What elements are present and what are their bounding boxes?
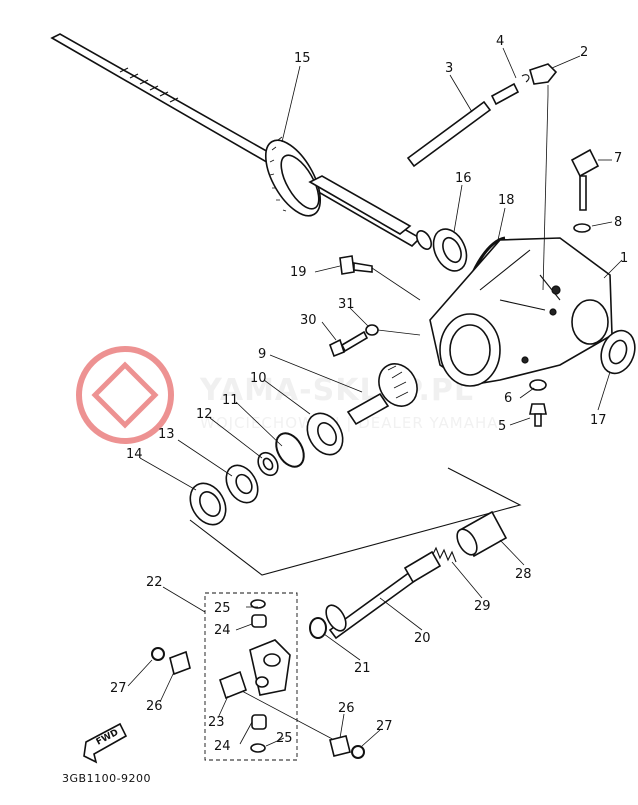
part-9-pinion-gear — [346, 363, 418, 426]
part-8-washer — [573, 223, 591, 233]
part-26-cap-left — [169, 650, 191, 676]
fwd-arrow: FWD — [83, 722, 128, 764]
part-2-hose-joint — [529, 63, 558, 95]
diagram-code: 3GB1100-9200 — [62, 772, 151, 785]
callout-23: 23 — [208, 715, 225, 730]
callout-6: 6 — [504, 391, 512, 406]
part-5-drain-bolt — [529, 403, 547, 427]
leader-lines — [127, 47, 623, 747]
watermark-main-text: YAMA-SKLEP.PL — [199, 373, 474, 408]
callout-4: 4 — [496, 34, 504, 49]
callout-27-left: 27 — [110, 681, 127, 696]
callout-12: 12 — [196, 407, 213, 422]
callout-9: 9 — [258, 347, 266, 362]
watermark-logo-mark — [91, 361, 159, 429]
part-21-circlip — [309, 617, 327, 639]
watermark-logo-ring — [76, 346, 174, 444]
part-13-bearing — [225, 464, 259, 504]
part-14-retainer — [189, 482, 227, 526]
callout-13: 13 — [158, 427, 175, 442]
callout-22: 22 — [146, 575, 163, 590]
callout-19: 19 — [290, 265, 307, 280]
part-6-washer — [529, 379, 547, 391]
callout-labels: 15 3 4 2 7 8 1 16 18 19 31 30 9 10 11 12… — [110, 34, 628, 754]
callout-24-bottom: 24 — [214, 739, 231, 754]
callout-24-top: 24 — [214, 623, 231, 638]
callout-14: 14 — [126, 447, 143, 462]
callout-15: 15 — [294, 51, 311, 66]
watermark-sub-text: WOJCIECHOWSKI | DEALER YAMAHA — [200, 414, 499, 432]
watermark: YAMA-SKLEP.PL WOJCIECHOWSKI | DEALER YAM… — [76, 346, 499, 444]
callout-31: 31 — [338, 297, 355, 312]
part-16-oil-seal — [432, 228, 468, 272]
part-10-bearing — [306, 412, 344, 456]
callout-28: 28 — [515, 567, 532, 582]
part-29-spring — [431, 546, 457, 563]
callout-2: 2 — [580, 45, 588, 60]
callout-27-right: 27 — [376, 719, 393, 734]
callout-26-left: 26 — [146, 699, 163, 714]
part-30-bolt — [329, 330, 369, 358]
part-17-side-seal — [600, 329, 636, 375]
part-26-cap-right — [329, 735, 351, 757]
callout-25-top: 25 — [214, 601, 231, 616]
callout-25-bottom: 25 — [276, 731, 293, 746]
callout-10: 10 — [250, 371, 267, 386]
callout-18: 18 — [498, 193, 515, 208]
callout-16: 16 — [455, 171, 472, 186]
part-11-o-ring — [275, 432, 305, 468]
part-15-shaft-gear — [50, 33, 433, 250]
callout-7: 7 — [614, 151, 622, 166]
part-1-gear-case — [429, 237, 613, 387]
part-20-drive-shaft — [325, 550, 442, 640]
part-31-washer — [365, 324, 379, 336]
part-22-universal-joint — [204, 592, 298, 761]
part-27-clip-right — [351, 745, 365, 759]
part-4-clip — [490, 74, 530, 106]
callout-1: 1 — [620, 251, 628, 266]
callout-3: 3 — [445, 61, 453, 76]
part-27-clip-left — [151, 647, 165, 661]
callout-29: 29 — [474, 599, 491, 614]
callout-21: 21 — [354, 661, 371, 676]
part-7-breather-bolt — [570, 148, 600, 211]
callout-8: 8 — [614, 215, 622, 230]
part-28-coupling-sleeve — [456, 510, 508, 558]
part-12-nut — [257, 451, 279, 477]
callout-5: 5 — [498, 419, 506, 434]
part-3-breather-hose — [406, 100, 492, 168]
callout-17: 17 — [590, 413, 607, 428]
callout-20: 20 — [414, 631, 431, 646]
callout-26-right: 26 — [338, 701, 355, 716]
callout-30: 30 — [300, 313, 317, 328]
part-19-bolt — [339, 255, 373, 275]
callout-11: 11 — [222, 393, 239, 408]
assembly-guide-lines — [189, 94, 549, 743]
